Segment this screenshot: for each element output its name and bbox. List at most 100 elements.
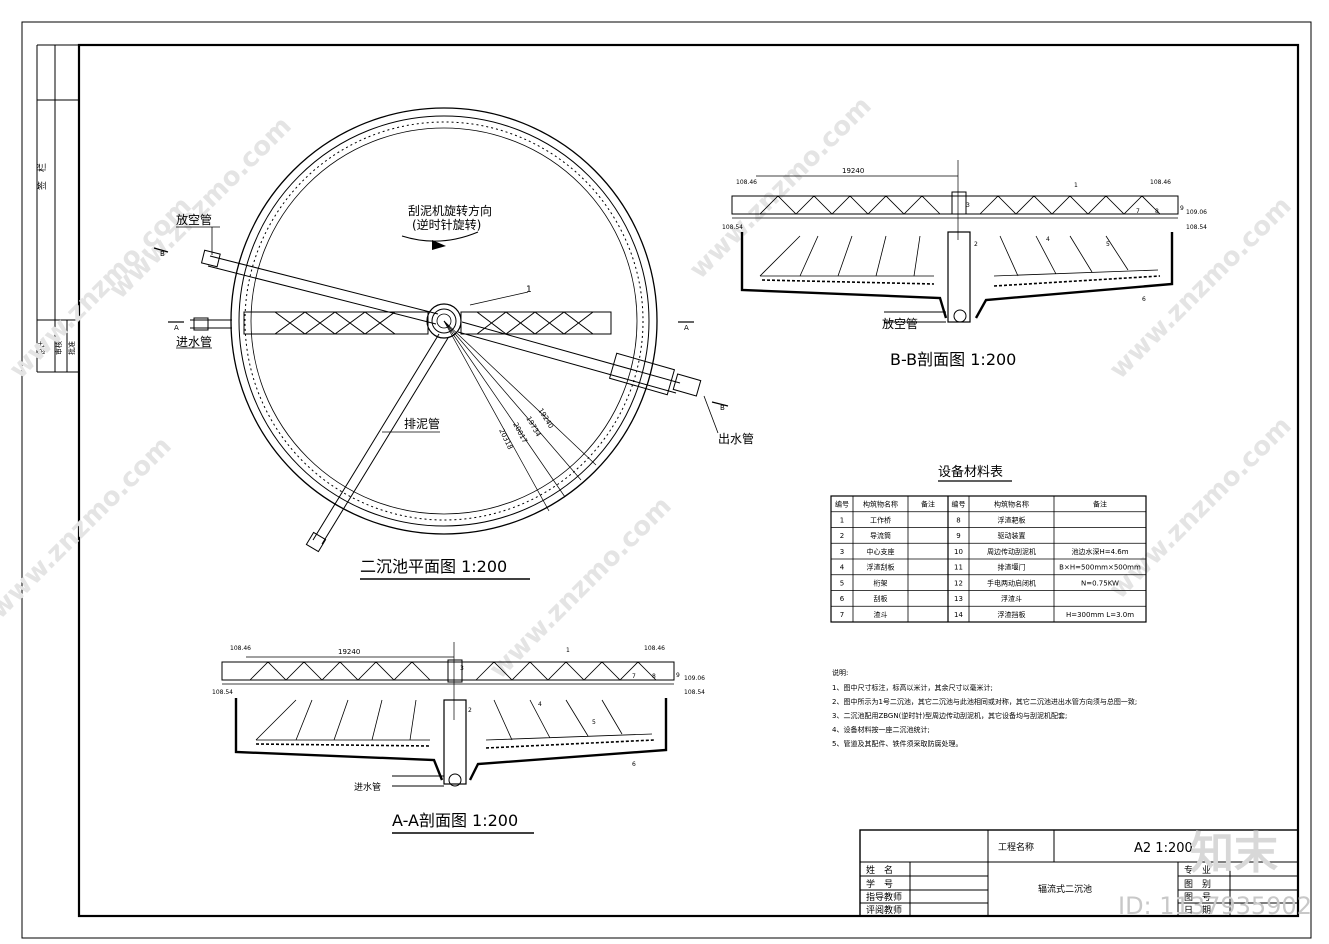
side-strip: 签 栏 设计 审核 批准 [36,44,79,373]
title-block: 工程名称 A2 1:200 辐流式二沉池 姓 名 学 号 指导教师 评阅教师 专… [859,829,1299,917]
walkway-bridge [243,311,612,335]
date-label: 日 期 [1184,905,1211,916]
table-cell: 12 [954,579,963,587]
watermarks: www.znzmo.com www.znzmo.com www.znzmo.co… [0,91,1298,685]
inlet-pipe-label: 进水管 [176,334,212,349]
aa-marker-3: 3 [460,665,464,672]
table-cell: 10 [954,548,963,556]
empty-pipe-plan [200,249,439,325]
sludge-pipe-label: 排泥管 [404,416,440,431]
table-cell: 浮渣耙板 [998,515,1026,524]
aa-elev-right-top: 108.46 [644,645,665,652]
table-header-cell: 编号 [952,500,966,509]
table-header-cell: 备注 [921,500,935,509]
aa-elev-left-low: 108.54 [212,689,233,696]
table-cell: B×H=500mm×500mm [1059,564,1141,572]
section-bb: 19240 108.46 108.46 108.54 109.06 108.54… [722,160,1207,369]
table-cell: N=0.75KW [1081,579,1119,587]
watermark-site-5: www.znzmo.com [1104,411,1298,605]
bb-elev-right-low: 108.54 [1186,224,1207,231]
project-label: 工程名称 [998,841,1034,853]
rotation-note-label: (逆时针旋转) [412,217,481,232]
note-4: 4、设备材料按一座二沉池统计; [832,725,930,734]
table-header-cell: 编号 [835,500,849,509]
aa-marker-4: 4 [538,701,542,708]
center-column-inner [431,308,457,334]
table-header-cell: 构筑物名称 [994,500,1029,509]
plan-view: 1 放空管 出水管 进水管 [153,107,754,580]
section-marker-a-left: A [174,324,179,332]
bb-elev-right-mid: 109.06 [1186,209,1207,216]
table-cell: 3 [840,548,844,556]
table-cell: 浮渣刮板 [867,563,895,572]
table-cell: 8 [956,516,960,524]
rotation-direction-label: 刮泥机旋转方向 [408,203,492,218]
table-cell: 1 [840,516,844,524]
bb-marker-1: 1 [1074,182,1078,189]
launder-channel [244,121,644,521]
table-cell: 11 [954,564,963,572]
bb-marker-9: 9 [1180,205,1184,212]
note-1: 1、图中尺寸标注，标高以米计，其余尺寸以毫米计; [832,683,993,692]
bb-center-column [947,231,971,323]
plan-title: 二沉池平面图 1:200 [360,557,507,576]
id-watermark: ID: 1137935902 [1118,892,1312,920]
plan-dim-1: 19734 [524,415,542,439]
aa-marker-7: 7 [632,673,636,680]
bb-marker-3: 3 [966,202,970,209]
table-cell: 4 [840,564,845,572]
side-strip-label-approve: 批准 [67,341,76,355]
sludge-pipe-plan [305,333,449,553]
table-cell: 7 [840,611,844,619]
bb-elev-right-top: 108.46 [1150,179,1171,186]
table-cell: 9 [956,532,960,540]
table-cell: 2 [840,532,844,540]
effluent-weir [250,127,638,515]
side-strip-label-review: 审核 [54,341,63,355]
outer-border [21,21,1312,939]
aa-marker-9: 9 [676,672,680,679]
table-cell: 5 [840,579,844,587]
category-label: 图 别 [1184,879,1211,890]
notes-heading: 说明: [832,668,848,677]
table-cell: 中心支座 [867,547,895,556]
bb-span-label: 19240 [842,167,864,175]
bb-marker-4: 4 [1046,236,1050,243]
watermark-site-7: www.znzmo.com [0,431,178,625]
table-cell: 导流筒 [870,531,891,540]
bb-elev-left-top: 108.46 [736,179,757,186]
page-label: 图 号 [1184,892,1211,903]
outlet-pipe-plan [457,321,702,397]
notes: 说明: 1、图中尺寸标注，标高以米计，其余尺寸以毫米计; 2、图中所示为1号二沉… [832,668,1137,748]
note-5: 5、管道及其配件、铁件须采取防腐处理。 [832,739,962,748]
section-marker-b-left: B [160,250,165,258]
bb-marker-8: 8 [1155,208,1159,215]
bb-marker-6: 6 [1142,296,1146,303]
brand-watermark: 知末 [1190,828,1278,879]
aa-elev-left-top: 108.46 [230,645,251,652]
aa-marker-8: 8 [652,673,656,680]
plan-dim-0: 19240 [536,407,555,430]
radial-dimensions [443,320,597,512]
section-marker-a-right: A [684,324,689,332]
aa-marker-5: 5 [592,719,596,726]
table-cell: 渣斗 [874,610,888,619]
side-strip-label-design: 设计 [37,341,46,355]
drawing-name: 辐流式二沉池 [1038,883,1092,895]
scale-label: A2 1:200 [1134,841,1193,856]
reviewer-label: 评阅教师 [866,904,902,916]
table-cell: 6 [840,595,845,603]
note-2: 2、图中所示为1号二沉池，其它二沉池与此池相同或对称，其它二沉池进出水管方向须与… [832,697,1137,706]
name-label: 姓 名 [866,864,893,876]
side-strip-top-label: 签 栏 [36,163,48,190]
bb-empty-pipe-label: 放空管 [882,316,918,331]
bb-marker-7: 7 [1136,208,1140,215]
plan-dim-2: 20017 [511,421,529,444]
advisor-label: 指导教师 [866,891,902,903]
table-cell: 桁架 [874,578,888,587]
table-cell: 周边传动刮泥机 [987,547,1036,556]
plan-marker-1: 1 [526,285,532,295]
section-aa: 19240 108.46 108.46 108.54 109.06 108.54… [212,642,705,834]
